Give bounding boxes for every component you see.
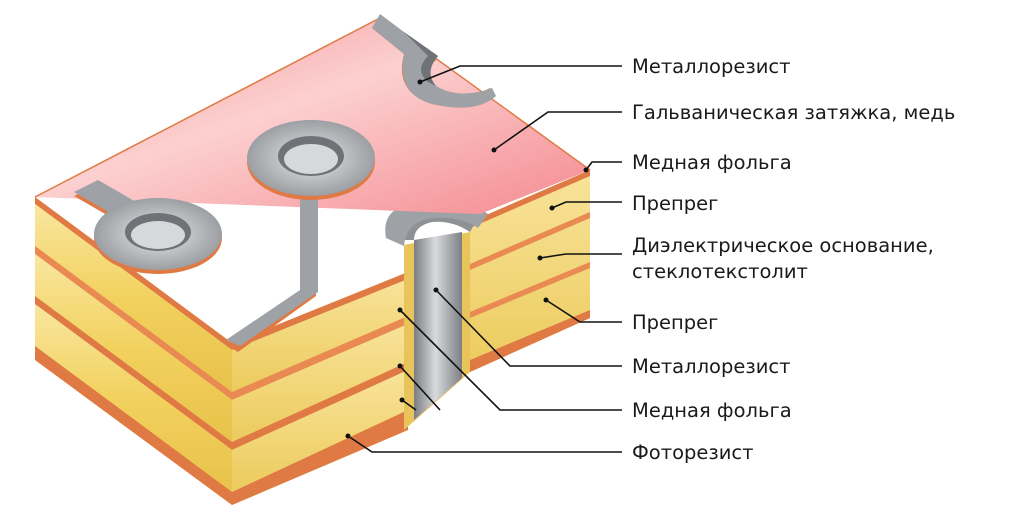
leader-copper-foil-a (399, 309, 622, 411)
leader-copper-foil-top (585, 161, 622, 171)
label-dielectric-line2: стеклотекстолит (632, 260, 808, 283)
leader-lines (345, 65, 622, 453)
right-side-face (470, 170, 590, 372)
leader-metalloresist-via (435, 289, 622, 367)
leader-prepreg-bottom (545, 299, 622, 323)
prepreg-band (35, 304, 232, 492)
label-prepreg-top: Препрег (632, 192, 718, 215)
via-cross-section (385, 201, 488, 430)
prepreg-band (35, 204, 232, 392)
leader-photoresist (347, 435, 622, 453)
leader-copper-foil-c (401, 399, 417, 411)
label-metalloresist-top: Металлорезист (632, 55, 791, 78)
labels: Металлорезист Гальваническая затяжка, ме… (632, 55, 955, 464)
copper-band (35, 197, 232, 350)
label-copper-foil-top: Медная фольга (632, 151, 792, 174)
photoresist-band (35, 346, 232, 505)
dielectric-band (35, 254, 232, 442)
leader-galvanic-copper (493, 111, 622, 151)
label-metalloresist-via: Металлорезист (632, 355, 791, 378)
leader-metalloresist-top (419, 65, 622, 83)
left-front-face (35, 197, 232, 505)
leader-prepreg-top (551, 201, 622, 209)
label-prepreg-bottom: Препрег (632, 311, 718, 334)
left-pad (74, 180, 222, 274)
leader-copper-foil-b (399, 365, 441, 411)
label-photoresist: Фоторезист (632, 441, 754, 464)
copper-band (35, 246, 232, 400)
label-galvanic-copper: Гальваническая затяжка, медь (632, 101, 955, 124)
label-dielectric-line1: Диэлектрическое основание, (632, 234, 934, 257)
leader-dielectric (539, 253, 622, 259)
copper-band (35, 296, 232, 450)
via-plating (414, 232, 462, 420)
label-copper-foil-bottom: Медная фольга (632, 399, 792, 422)
middle-front-face (232, 272, 408, 505)
pad-with-trace (226, 120, 375, 352)
top-via-pad (372, 14, 496, 108)
